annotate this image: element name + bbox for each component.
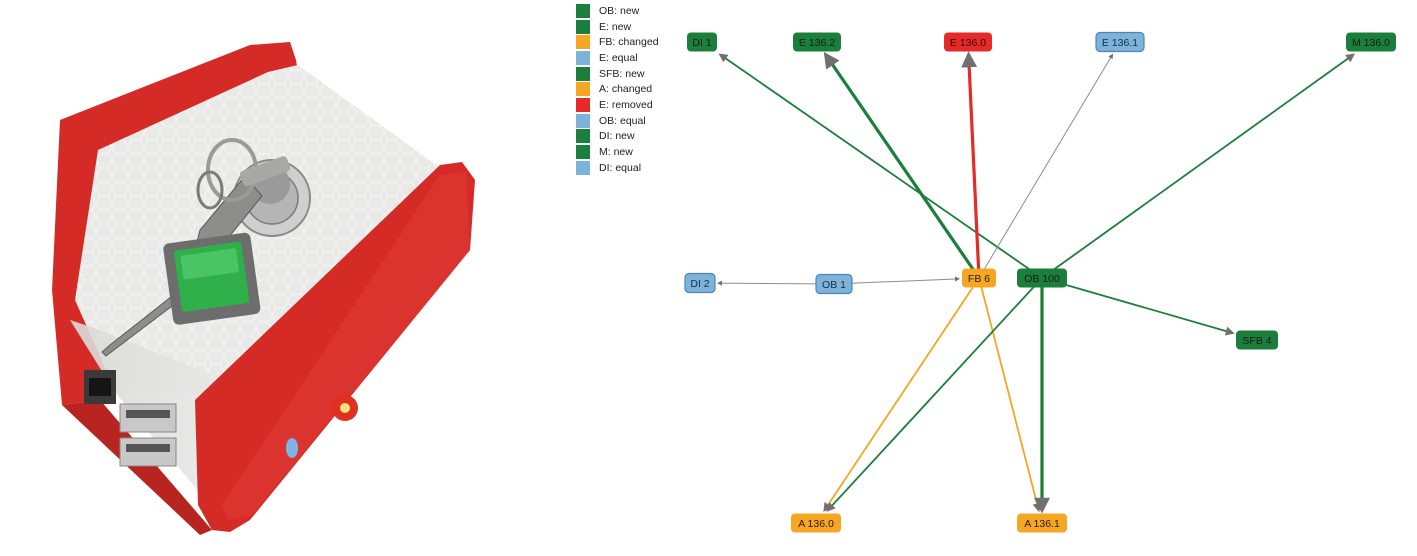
node-box[interactable] [944, 32, 992, 52]
node-box[interactable] [687, 32, 717, 52]
edge-fb6-e1361 [978, 53, 1114, 279]
legend-swatch [576, 82, 590, 97]
node-label: M 136.0 [1352, 37, 1390, 49]
edge-ob1-fb6 [833, 276, 960, 285]
legend-item: OB: equal [576, 113, 659, 129]
legend-label: M: new [599, 146, 633, 159]
legend-label: DI: new [599, 130, 635, 143]
edge-ob100-a1360 [826, 277, 1043, 512]
legend-swatch [576, 50, 590, 65]
node-e1361[interactable]: E 136.1 [1095, 31, 1145, 53]
node-label: DI 1 [692, 37, 711, 49]
edge-ob1-di2 [717, 280, 835, 286]
legend-item: M: new [576, 144, 659, 160]
legend-item: OB: new [576, 3, 659, 19]
legend-swatch [576, 19, 590, 34]
legend-label: A: changed [599, 83, 653, 96]
legend-label: E: equal [599, 51, 638, 64]
legend-label: OB: new [599, 4, 640, 17]
node-box[interactable] [1017, 513, 1067, 533]
node-label: E 136.2 [799, 37, 835, 49]
edges-layer [717, 51, 1356, 514]
legend-label: E: removed [599, 98, 653, 111]
node-di2[interactable]: DI 2 [684, 272, 716, 294]
node-label: DI 2 [690, 278, 709, 290]
legend-swatch [576, 113, 590, 128]
dependency-graph-canvas: DI 1 E 136.2 E 136.0 E 136.1 M 136.0 DI 2 OB 1… [684, 31, 1396, 533]
legend-item: E: new [576, 19, 659, 35]
legend-label: OB: equal [599, 114, 646, 127]
node-ob100[interactable]: OB 100 [1017, 268, 1067, 288]
legend-swatch [576, 3, 590, 18]
node-ob1[interactable]: OB 1 [815, 273, 853, 295]
legend-swatch [576, 66, 590, 81]
node-m1360[interactable]: M 136.0 [1346, 32, 1396, 52]
legend-item: A: changed [576, 81, 659, 97]
legend-item: SFB: new [576, 66, 659, 82]
node-label: E 136.0 [950, 37, 986, 49]
node-box[interactable] [684, 272, 716, 294]
legend-swatch [576, 129, 590, 144]
edge-fb6-a1361 [978, 277, 1042, 513]
node-label: OB 100 [1024, 273, 1060, 285]
dependency-graph: DI 1 E 136.2 E 136.0 E 136.1 M 136.0 DI 2 OB 1… [560, 0, 1417, 551]
legend-swatch [576, 145, 590, 160]
edge-ob100-di1 [718, 53, 1043, 279]
node-e1362[interactable]: E 136.2 [793, 32, 841, 52]
legend-item: DI: equal [576, 160, 659, 176]
node-box[interactable] [1236, 330, 1278, 350]
node-box[interactable] [815, 273, 853, 295]
edge-fb6-e1360 [961, 51, 981, 279]
node-fb6[interactable]: FB 6 [962, 268, 996, 288]
legend-label: SFB: new [599, 67, 645, 80]
node-label: SFB 4 [1242, 335, 1271, 347]
led-blue [286, 438, 298, 458]
node-box[interactable] [791, 513, 841, 533]
legend-item: FB: changed [576, 34, 659, 50]
node-di1[interactable]: DI 1 [687, 32, 717, 52]
edge-fb6-a1360 [823, 277, 980, 512]
node-label: A 136.1 [1024, 518, 1060, 530]
node-e1360[interactable]: E 136.0 [944, 32, 992, 52]
node-box[interactable] [1017, 268, 1067, 288]
legend-item: E: removed [576, 97, 659, 113]
legend-label: FB: changed [599, 36, 659, 49]
plc-device-image [52, 42, 475, 535]
node-a1360[interactable]: A 136.0 [791, 513, 841, 533]
node-box[interactable] [962, 268, 996, 288]
node-box[interactable] [793, 32, 841, 52]
legend-item: DI: new [576, 129, 659, 145]
node-label: A 136.0 [798, 518, 834, 530]
node-label: E 136.1 [1102, 37, 1138, 49]
legend-swatch [576, 97, 590, 112]
legend-item: E: equal [576, 50, 659, 66]
node-box[interactable] [1346, 32, 1396, 52]
node-box[interactable] [1095, 31, 1145, 53]
edge-ob100-sfb4 [1041, 277, 1235, 336]
legend-label: E: new [599, 20, 632, 33]
legend-swatch [576, 160, 590, 175]
legend-label: DI: equal [599, 161, 642, 174]
node-label: FB 6 [968, 273, 990, 285]
node-sfb4[interactable]: SFB 4 [1236, 330, 1278, 350]
device-photo [0, 0, 560, 551]
edge-ob100-m1360 [1041, 53, 1356, 279]
edge-fb6-e1362 [823, 51, 981, 279]
node-label: OB 1 [822, 279, 846, 291]
legend-swatch [576, 35, 590, 50]
nodes-layer: DI 1 E 136.2 E 136.0 E 136.1 M 136.0 DI 2 OB 1… [684, 31, 1396, 533]
node-a1361[interactable]: A 136.1 [1017, 513, 1067, 533]
